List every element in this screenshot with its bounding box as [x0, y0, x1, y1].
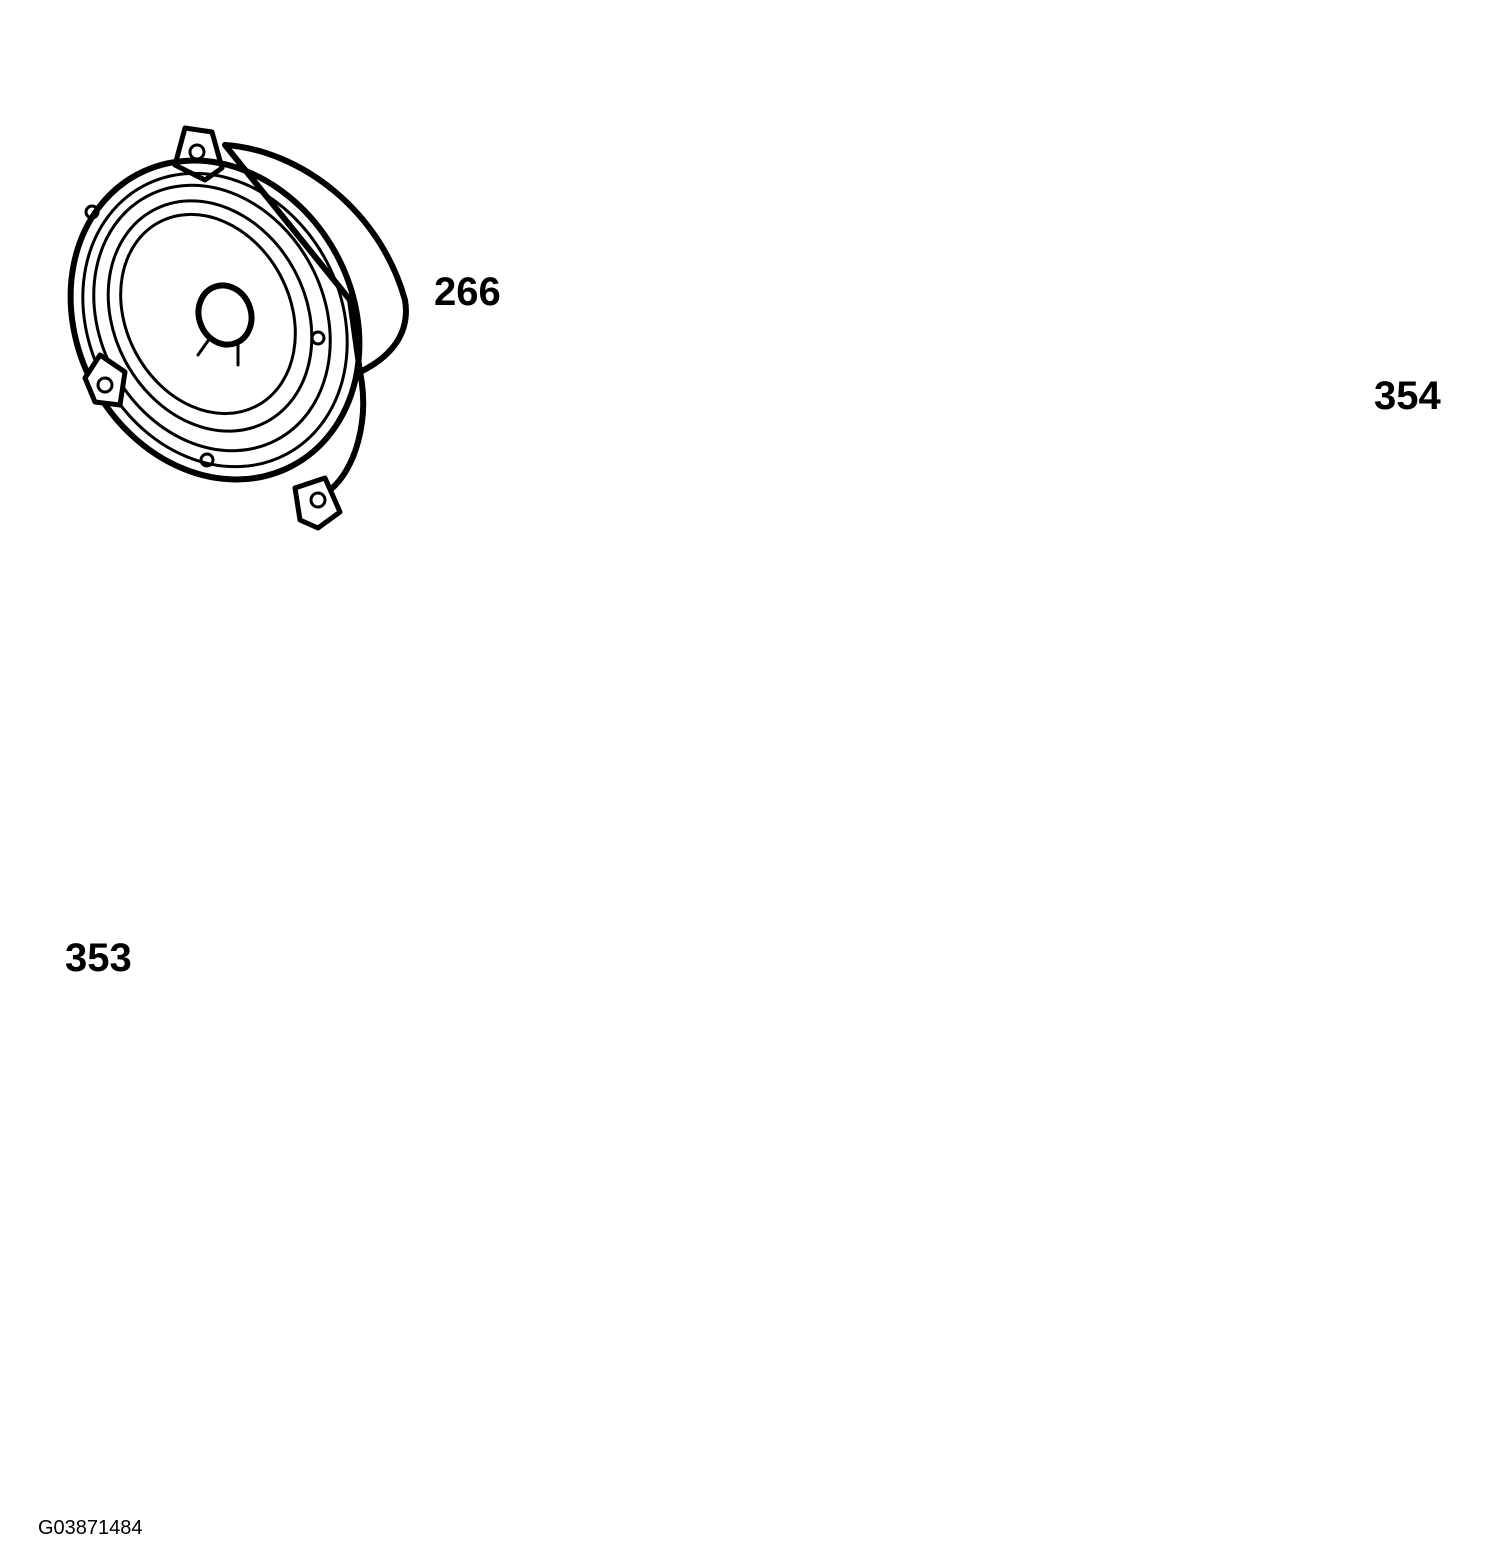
speaker-icon	[67, 125, 409, 531]
callout-amplifier-module: 354	[1374, 374, 1441, 418]
callout-speaker: 266	[434, 270, 501, 314]
callout-radio-head-unit: 353	[65, 936, 132, 980]
figure-code: G03871484	[38, 1517, 143, 1539]
